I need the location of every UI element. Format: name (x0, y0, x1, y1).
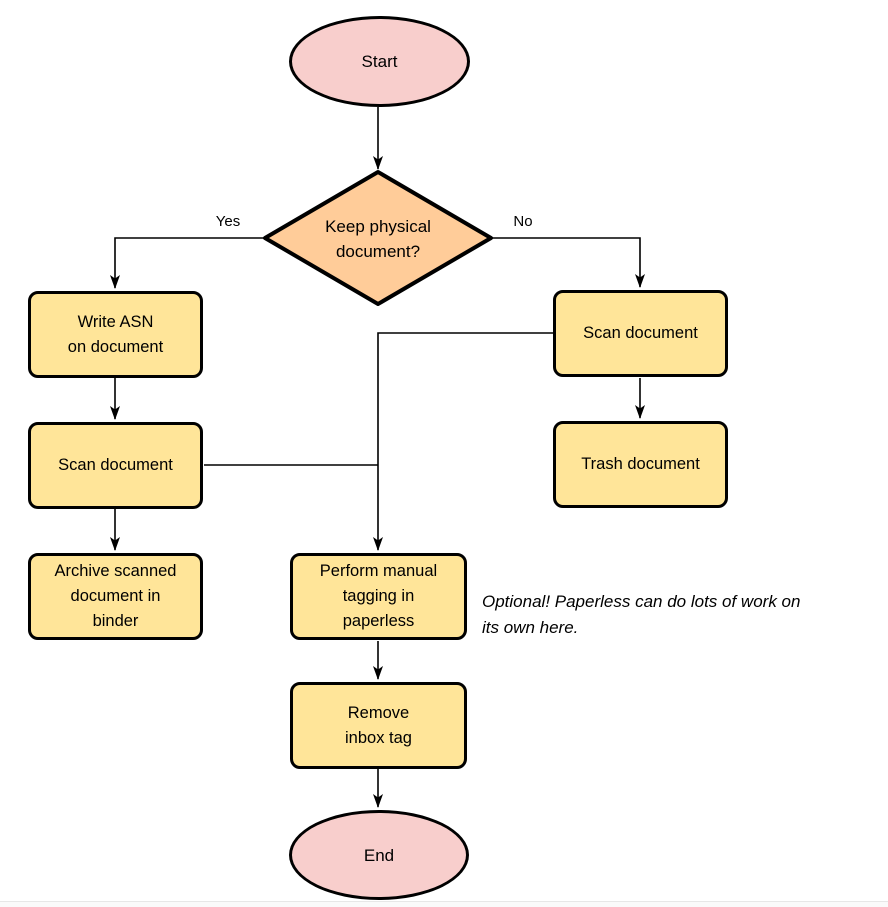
node-archive-binder: Archive scanned document in binder (28, 553, 203, 640)
optional-annotation: Optional! Paperless can do lots of work … (482, 592, 801, 637)
edge-label-yes: Yes (215, 212, 241, 230)
node-manual-tagging: Perform manual tagging in paperless (290, 553, 467, 640)
node-end: End (289, 810, 469, 900)
decision-diamond-shape (263, 170, 493, 306)
node-decision-label: Keep physical document? (325, 217, 431, 261)
page-bottom-divider (0, 901, 888, 902)
connector-scan-right-tagging (373, 332, 553, 551)
edge-label-no: No (513, 212, 533, 230)
node-start: Start (289, 16, 470, 107)
node-write-asn: Write ASN on document (28, 291, 203, 378)
node-trash-document: Trash document (553, 421, 728, 508)
node-remove-inbox-tag: Remove inbox tag (290, 682, 467, 769)
node-scan-document-right: Scan document (553, 290, 728, 377)
node-scan-document-left: Scan document (28, 422, 203, 509)
connector-decision-scan-right (492, 237, 645, 288)
page-bottom-strip (0, 902, 888, 907)
connector-decision-write-asn (110, 237, 264, 289)
